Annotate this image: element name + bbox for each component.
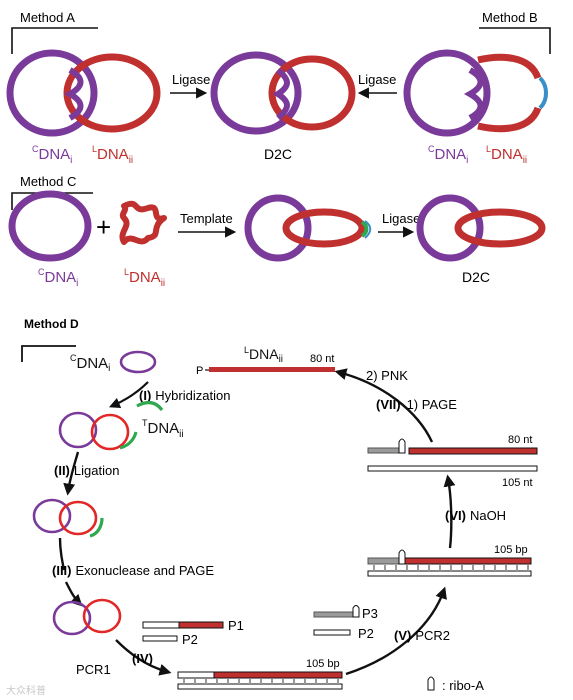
ligase-arrow-c: Ligase <box>378 211 420 238</box>
ldna-top-strand <box>209 367 335 372</box>
cdna-label-c: CDNAi <box>38 267 78 289</box>
template-strand-c2 <box>360 220 369 238</box>
phosphate-label: P <box>196 365 203 377</box>
primer-p3-label: P3 <box>362 606 378 621</box>
ldna-label-c: LDNAii <box>124 267 165 289</box>
cdna-label-d: CDNAi <box>70 353 110 374</box>
primer-p2b-label: P2 <box>358 626 374 641</box>
ldna-ring-a <box>63 53 161 133</box>
method-c-bracket <box>11 192 93 210</box>
cdna-ring-c <box>8 190 92 262</box>
cdna-small-ring <box>119 350 157 374</box>
ldna-ring-c2 <box>282 208 366 248</box>
dsdna-bottom <box>177 671 343 690</box>
primer-p2a-label: P2 <box>182 632 198 647</box>
hybridization-arrow <box>108 381 149 409</box>
template-arrow: Template <box>178 211 237 238</box>
cdna-label-a: CDNAi <box>32 144 72 166</box>
step-iv: (IV) <box>132 651 153 666</box>
ssdna-right <box>367 438 538 472</box>
len-105bp-right: 105 bp <box>494 544 528 556</box>
hybrid-complex <box>58 411 138 451</box>
primer-p2-a <box>142 635 178 642</box>
step-iii: (III)Exonuclease and PAGE <box>52 563 214 578</box>
method-a-title: Method A <box>20 10 75 25</box>
step-vi: (VI)NaOH <box>445 508 506 523</box>
ldna-ring-c3 <box>454 208 546 248</box>
ribo-a-legend-label: : ribo-A <box>442 678 484 693</box>
helix-a <box>63 67 84 121</box>
ligated-complex <box>32 498 104 538</box>
pcr1-label: PCR1 <box>76 662 111 677</box>
ldna-label-a: LDNAii <box>92 144 133 166</box>
ldna-label-d: LDNAii <box>244 345 283 365</box>
method-c-panel: Method C + CDNAi LDNAii Template Ligase … <box>8 174 546 289</box>
template-label: Template <box>180 211 233 226</box>
primer-p3 <box>313 611 355 618</box>
cdna-label-b: CDNAi <box>428 144 468 166</box>
primer-p1-white <box>142 621 180 629</box>
ligase-label-c: Ligase <box>382 211 420 226</box>
method-d-bracket <box>21 345 76 362</box>
ldna-open-ring-b <box>477 53 542 133</box>
primer-p2-b <box>313 629 351 636</box>
method-c-title: Method C <box>20 174 76 189</box>
cdna-ring-a <box>6 49 98 137</box>
d2c-label-center: D2C <box>264 146 292 162</box>
step-vii: (VII)1) PAGE <box>376 397 457 412</box>
len-105bp-bottom: 105 bp <box>306 658 340 670</box>
cdna-ring-c3 <box>416 194 484 262</box>
len-80nt-right: 80 nt <box>508 434 532 446</box>
tdna-strand <box>136 400 164 412</box>
ribo-a-p3 <box>352 605 360 618</box>
primer-p1-red <box>178 621 224 629</box>
pnk-label: 2) PNK <box>366 368 408 383</box>
watermark: 大众科普 <box>6 684 46 697</box>
primer-p1-label: P1 <box>228 618 244 633</box>
step-v: (V)PCR2 <box>394 628 450 643</box>
cycle-arrow-exo-bottom <box>64 581 83 607</box>
ldna-label-b: LDNAii <box>486 144 527 166</box>
method-a-panel: Method A CDNAi LDNAii <box>6 10 161 166</box>
cycle-arrow-pcr1 <box>115 639 172 676</box>
cycle-arrow-pcr2 <box>345 586 447 676</box>
method-b-panel: Method B CDNAi LDNAii <box>403 10 551 166</box>
ribo-a-legend-icon <box>427 676 435 691</box>
ligase-arrow-b: Ligase <box>357 72 397 99</box>
cycle-arrow-exo-top <box>58 537 66 571</box>
cycle-arrow-ligation <box>63 451 80 496</box>
helix-center <box>272 67 290 121</box>
len-105nt-right: 105 nt <box>502 477 533 489</box>
cdna-ring-c2 <box>244 194 312 262</box>
len-80nt-top: 80 nt <box>310 353 334 365</box>
d2c-label-c: D2C <box>462 269 490 285</box>
helix-b <box>463 67 484 121</box>
cycle-arrow-page <box>334 368 434 443</box>
method-a-bracket <box>11 27 98 54</box>
ligase-label-a: Ligase <box>172 72 210 87</box>
cycle-arrow-naoh <box>443 474 456 549</box>
d2c-center: D2C <box>210 51 356 162</box>
method-d-title: Method D <box>24 317 79 331</box>
method-d-panel: Method D CDNAi P LDNAii 80 nt (I)Hybridi… <box>21 317 538 693</box>
method-b-bracket <box>479 27 551 54</box>
ligase-label-b: Ligase <box>358 72 396 87</box>
d2c-red-ring <box>268 55 356 131</box>
ligase-arrow-a: Ligase <box>170 72 210 99</box>
template-blue-c2 <box>364 220 372 239</box>
tdna-label: TDNAii <box>142 418 184 440</box>
method-b-title: Method B <box>482 10 538 25</box>
step-i: (I)Hybridization <box>139 388 230 403</box>
d2c-purple-ring <box>210 51 302 135</box>
purified-complex <box>52 598 122 636</box>
plus-sign: + <box>96 212 111 242</box>
step-ii: (II)Ligation <box>54 463 119 478</box>
dsdna-right <box>367 549 532 577</box>
ldna-squiggle <box>119 200 167 245</box>
splint-b <box>538 76 548 110</box>
cdna-ring-b <box>403 49 491 137</box>
